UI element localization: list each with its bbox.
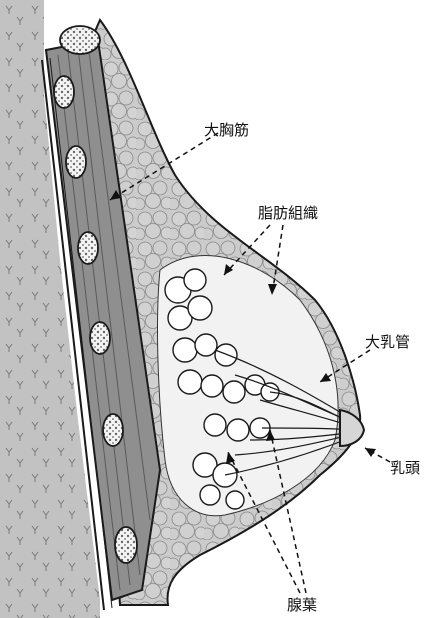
rib <box>78 232 98 264</box>
label-adipose-tissue: 脂肪組織 <box>258 204 318 222</box>
label-pectoralis-major: 大胸筋 <box>204 121 249 139</box>
rib <box>90 322 110 354</box>
label-lobes: 腺葉 <box>287 596 317 614</box>
rib <box>54 76 74 108</box>
rib <box>115 527 137 563</box>
rib <box>66 146 86 178</box>
label-lactiferous-duct: 大乳管 <box>365 333 410 351</box>
label-nipple: 乳頭 <box>390 459 420 477</box>
rib <box>60 26 100 54</box>
rib <box>103 414 123 446</box>
